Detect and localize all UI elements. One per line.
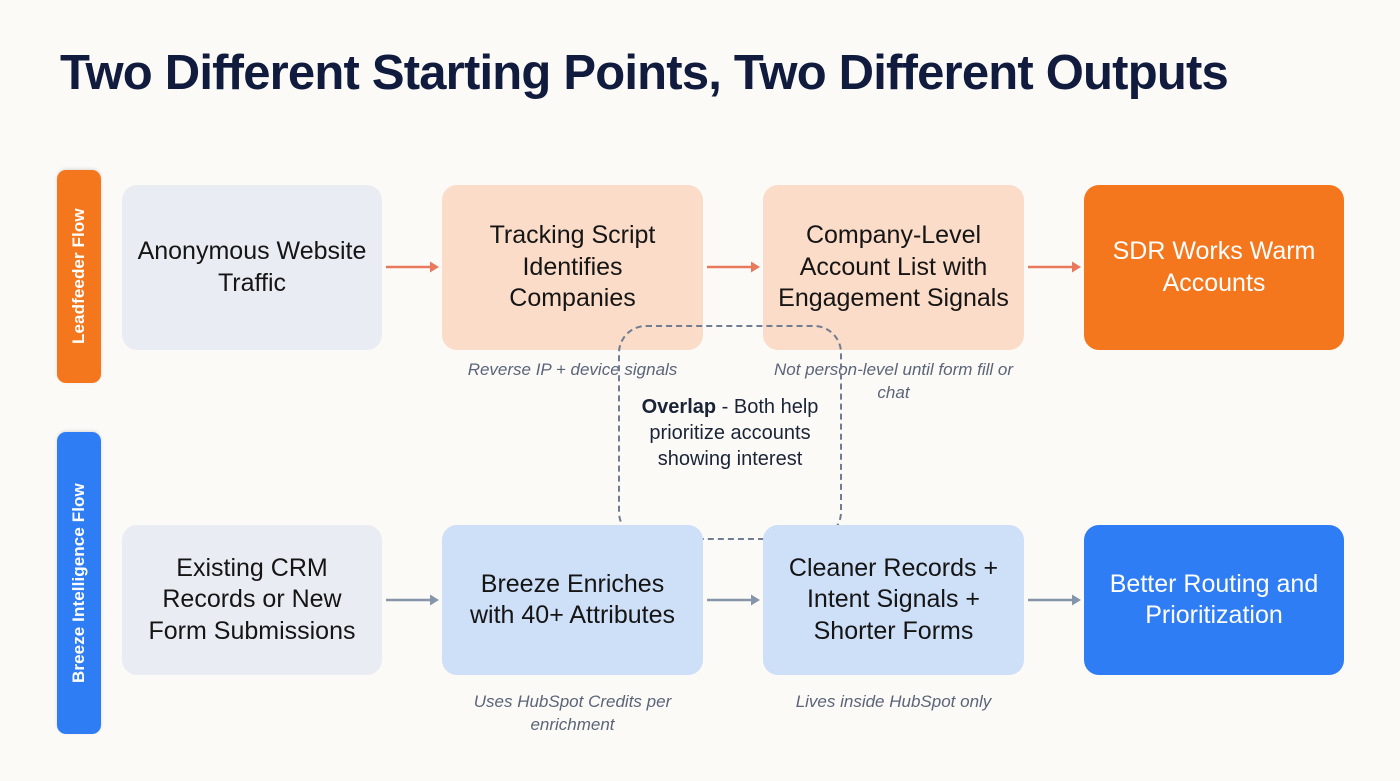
node-better-routing-label: Better Routing and Prioritization — [1109, 569, 1319, 630]
node-cleaner-records[interactable]: Cleaner Records + Intent Signals + Short… — [763, 525, 1024, 675]
node-breeze-enriches[interactable]: Breeze Enriches with 40+ Attributes — [442, 525, 703, 675]
overlap-region: Overlap - Both help prioritize accounts … — [618, 325, 842, 540]
overlap-rest: - Both help prioritize accounts showing … — [649, 395, 819, 470]
arrow-leadfeeder-3 — [1028, 260, 1082, 274]
page-title: Two Different Starting Points, Two Diffe… — [60, 46, 1229, 100]
node-company-level-account-list-label: Company-Level Account List with Engageme… — [778, 221, 1009, 313]
lane-label-breeze-intelligence-text: Breeze Intelligence Flow — [69, 483, 88, 683]
node-existing-crm-records-label: Existing CRM Records or New Form Submiss… — [148, 553, 356, 645]
node-sdr-works-warm-accounts[interactable]: SDR Works Warm Accounts — [1084, 185, 1344, 350]
arrow-breeze-1 — [386, 593, 440, 607]
caption-uses-hubspot-credits: Uses HubSpot Credits per enrichment — [473, 692, 672, 735]
arrow-leadfeeder-2 — [707, 260, 761, 274]
overlap-emphasis: Overlap — [641, 395, 717, 418]
node-tracking-script-identifies-companies[interactable]: Tracking Script Identifies Companies — [442, 185, 703, 350]
node-sdr-works-warm-accounts-label: SDR Works Warm Accounts — [1112, 237, 1316, 297]
overlap-text: Overlap - Both help prioritize accounts … — [620, 394, 840, 472]
caption-not-person-level: Not person-level until form fill or chat — [773, 360, 1014, 403]
lane-label-breeze-intelligence: Breeze Intelligence Flow — [57, 432, 101, 734]
node-existing-crm-records[interactable]: Existing CRM Records or New Form Submiss… — [122, 525, 382, 675]
lane-label-leadfeeder: Leadfeeder Flow — [57, 170, 101, 383]
node-tracking-script-identifies-companies-label: Tracking Script Identifies Companies — [489, 221, 656, 313]
arrow-leadfeeder-1 — [386, 260, 440, 274]
lane-label-leadfeeder-text: Leadfeeder Flow — [69, 208, 88, 345]
arrow-breeze-2 — [707, 593, 761, 607]
node-anonymous-website-traffic[interactable]: Anonymous Website Traffic — [122, 185, 382, 350]
caption-lives-inside-hubspot: Lives inside HubSpot only — [795, 692, 992, 711]
node-company-level-account-list[interactable]: Company-Level Account List with Engageme… — [763, 185, 1024, 350]
caption-reverse-ip: Reverse IP + device signals — [467, 360, 678, 379]
node-cleaner-records-label: Cleaner Records + Intent Signals + Short… — [788, 553, 999, 645]
arrow-breeze-3 — [1028, 593, 1082, 607]
node-anonymous-website-traffic-label: Anonymous Website Traffic — [137, 237, 367, 297]
node-better-routing[interactable]: Better Routing and Prioritization — [1084, 525, 1344, 675]
node-breeze-enriches-label: Breeze Enriches with 40+ Attributes — [470, 569, 675, 630]
